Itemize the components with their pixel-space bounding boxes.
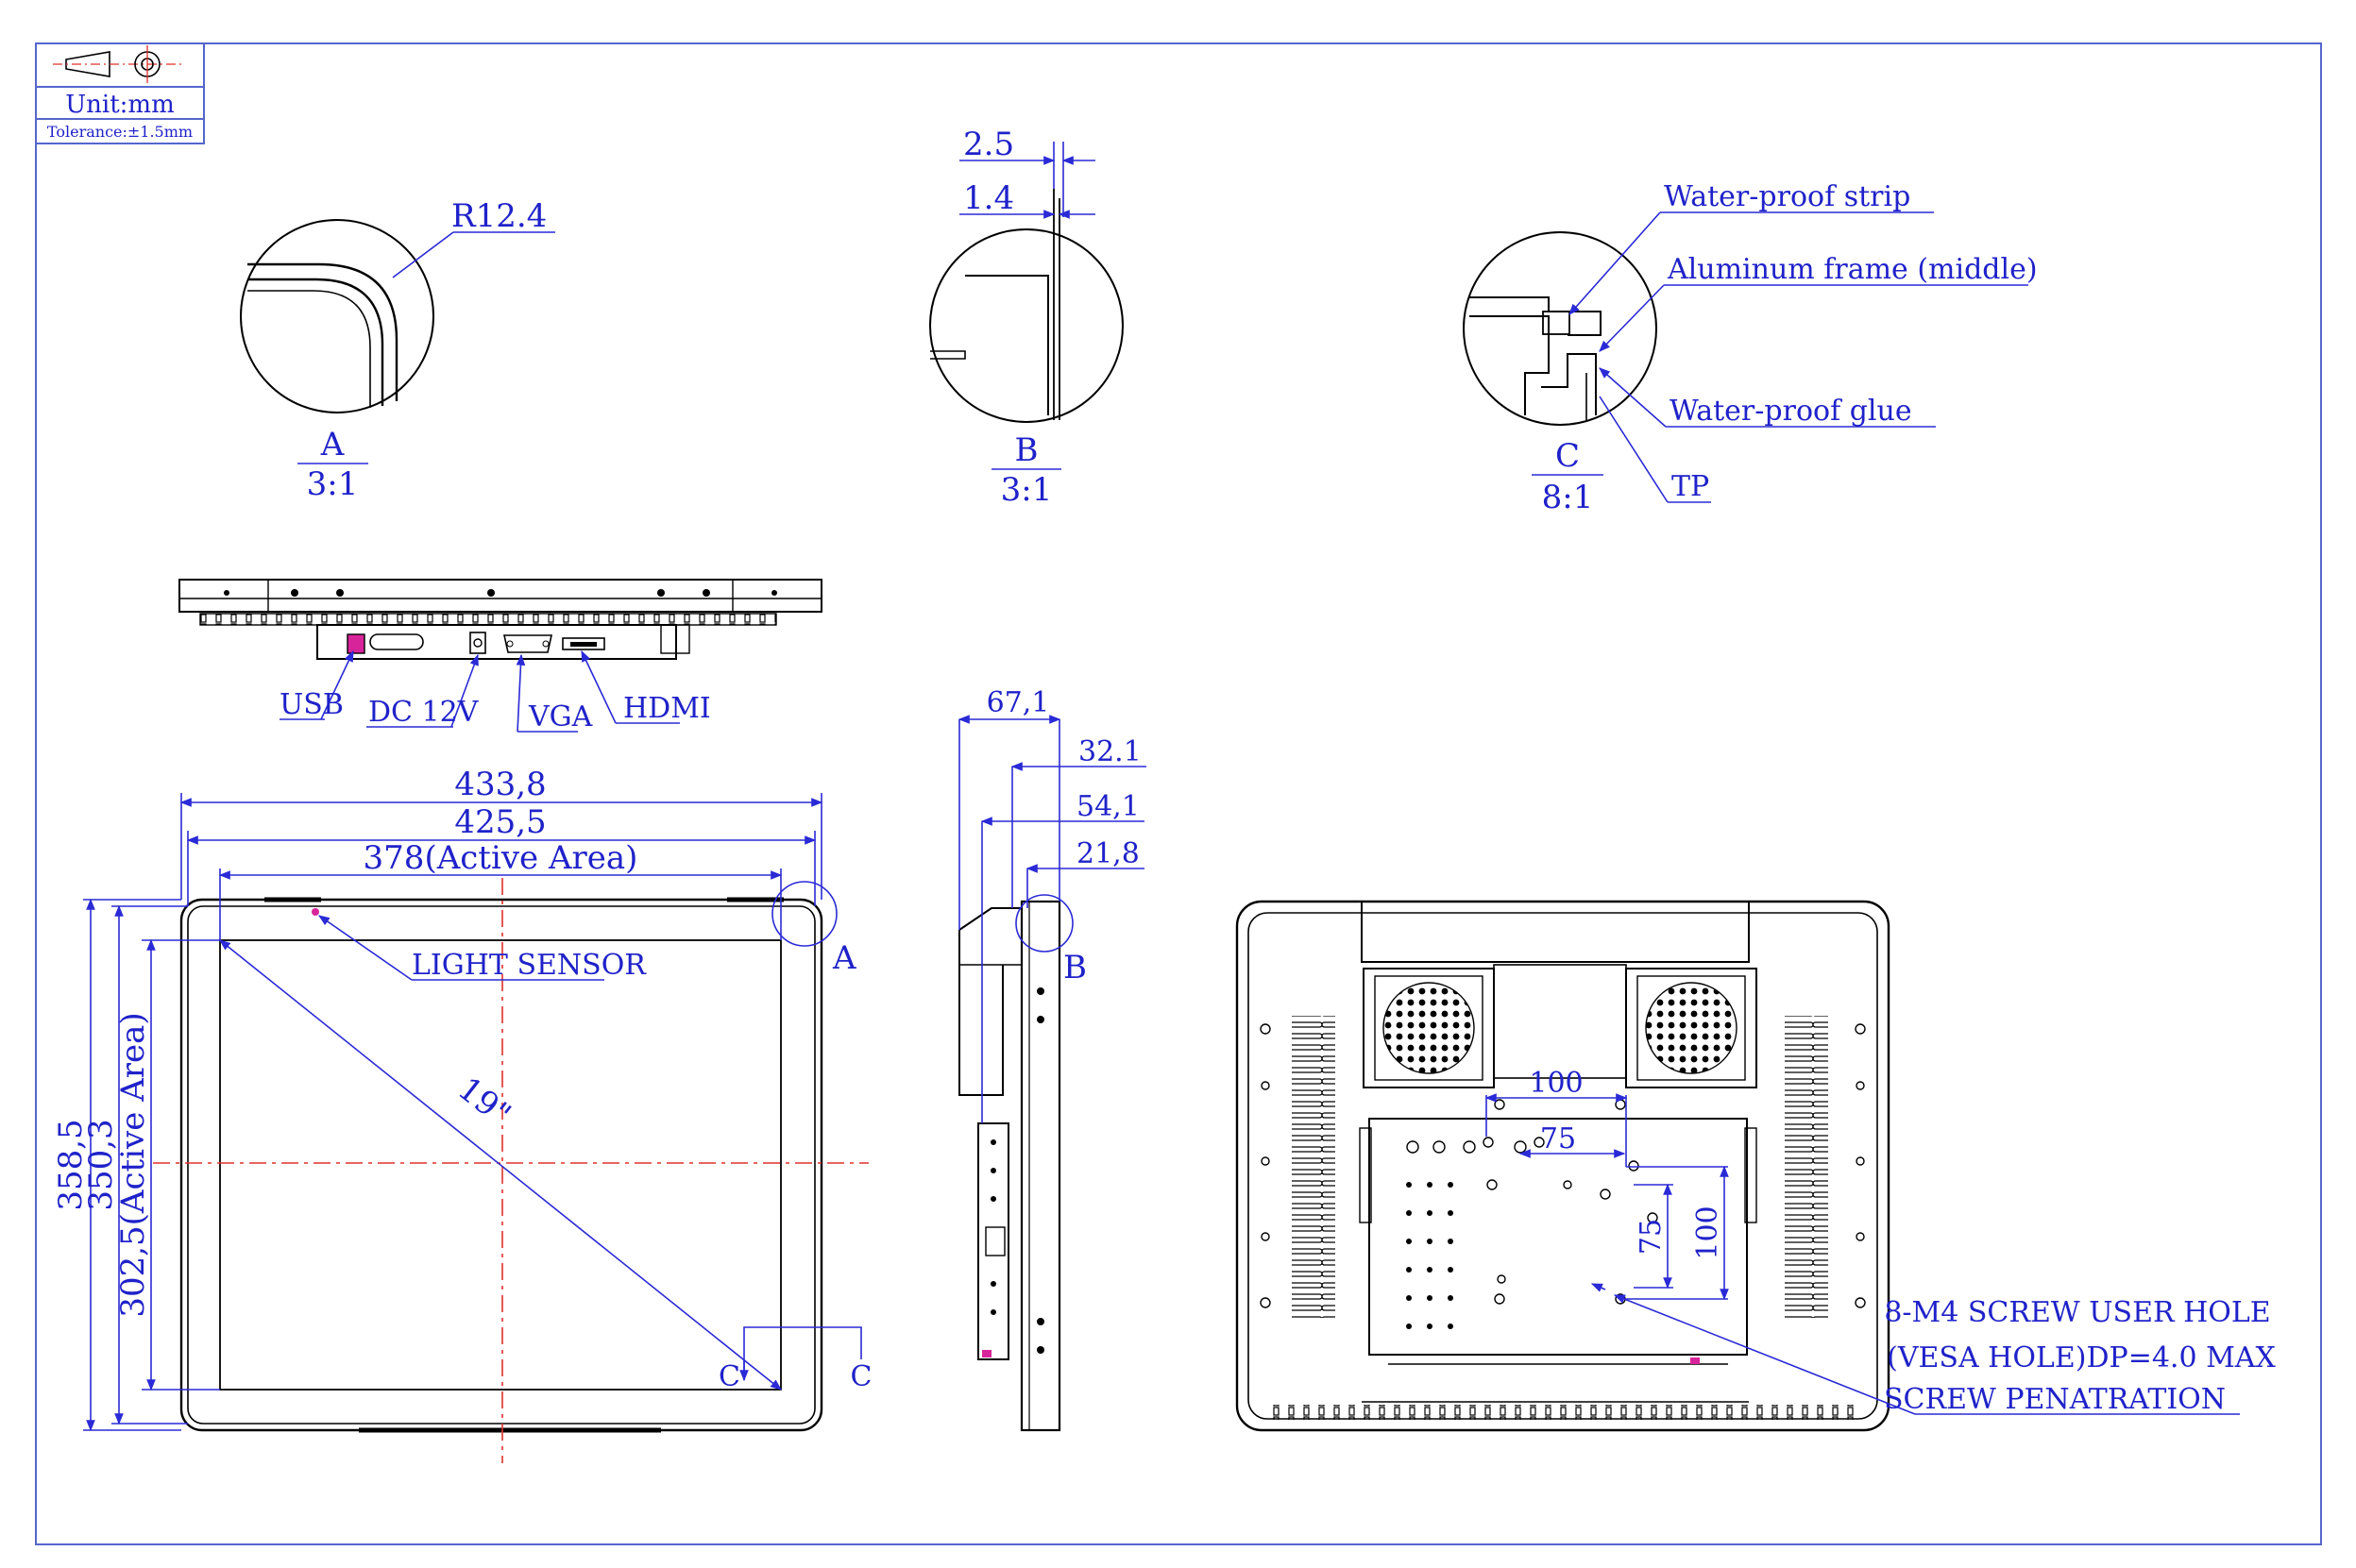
connector-edge-view: USB DC 12V VGA HDMI [178, 579, 822, 733]
detail-b-dim-outer: 2.5 [963, 126, 1014, 163]
height-outer: 358,5 [52, 1119, 90, 1210]
sheet-border [35, 42, 2322, 1545]
section-c-right: C [851, 1360, 873, 1393]
tolerance-label: Tolerance:±1.5mm [47, 123, 193, 141]
fan-grille-left-icon [1363, 968, 1495, 1088]
detail-c-label: C [1555, 437, 1580, 475]
side-view: B 67,1 32.1 54,1 21,8 [958, 686, 1146, 1432]
depth-b: 54,1 [1076, 790, 1140, 823]
screw-note-line-2: (VESA HOLE)DP=4.0 MAX [1887, 1341, 2276, 1374]
dc-port-icon [469, 632, 486, 654]
section-c-left: C [719, 1360, 740, 1393]
detail-b-marker: B [1063, 949, 1087, 986]
width-frame: 425,5 [454, 803, 546, 841]
front-view: 19" LIGHT SENSOR A 433,8 425,5 378(Activ… [52, 766, 872, 1463]
rear-view: 100 75 75 100 8-M4 SCREW USER HOLE (VESA… [1235, 900, 2276, 1432]
light-sensor-label: LIGHT SENSOR [412, 949, 647, 982]
detail-b-dim-inner: 1.4 [963, 179, 1014, 217]
light-sensor-icon [312, 908, 319, 916]
width-outer: 433,8 [454, 766, 546, 803]
detail-c: Water-proof strip Aluminum frame (middle… [1463, 180, 2038, 516]
vesa-100-horizontal: 100 [1529, 1067, 1583, 1100]
detail-c-callout-frame: Aluminum frame (middle) [1667, 253, 2038, 286]
detail-b: 2.5 1.4 B 3:1 [929, 126, 1124, 509]
usb-label: USB [280, 688, 344, 721]
detail-a-marker: A [832, 939, 856, 977]
unit-label: Unit:mm [65, 91, 175, 119]
title-block: Unit:mm Tolerance:±1.5mm [35, 42, 205, 144]
detail-c-callout-glue: Water-proof glue [1670, 395, 1912, 428]
detail-b-label: B [1015, 431, 1039, 469]
depth-total: 67,1 [987, 686, 1050, 719]
hdmi-port-icon [562, 637, 605, 650]
vesa-100-vertical: 100 [1691, 1206, 1724, 1259]
vesa-75-horizontal: 75 [1540, 1122, 1576, 1155]
detail-c-callout-strip: Water-proof strip [1664, 180, 1910, 213]
depth-c: 21,8 [1076, 837, 1140, 870]
height-active: 302,5(Active Area) [114, 1012, 152, 1317]
hdmi-label: HDMI [623, 692, 711, 725]
screw-note-line-1: 8-M4 SCREW USER HOLE [1884, 1296, 2270, 1329]
usb-port-icon [347, 633, 365, 654]
depth-a: 32.1 [1078, 735, 1142, 768]
dc-label: DC 12V [368, 696, 480, 729]
vga-label: VGA [528, 700, 593, 733]
screw-note-line-3: SCREW PENATRATION [1884, 1383, 2226, 1416]
projection-symbol-icon [53, 45, 185, 83]
detail-a-label: A [320, 426, 345, 464]
fan-grille-right-icon [1625, 968, 1757, 1088]
height-frame: 350,3 [82, 1119, 120, 1210]
detail-a: R12.4 A 3:1 [240, 197, 555, 503]
detail-a-radius: R12.4 [451, 197, 547, 235]
detail-c-callout-tp: TP [1671, 470, 1709, 503]
vesa-75-vertical: 75 [1635, 1219, 1668, 1255]
detail-c-scale: 8:1 [1542, 479, 1594, 516]
width-active: 378(Active Area) [364, 839, 638, 877]
diagonal-size: 19" [450, 1070, 517, 1134]
vga-port-icon [503, 634, 552, 653]
detail-b-scale: 3:1 [1001, 471, 1053, 509]
detail-a-scale: 3:1 [307, 465, 359, 503]
